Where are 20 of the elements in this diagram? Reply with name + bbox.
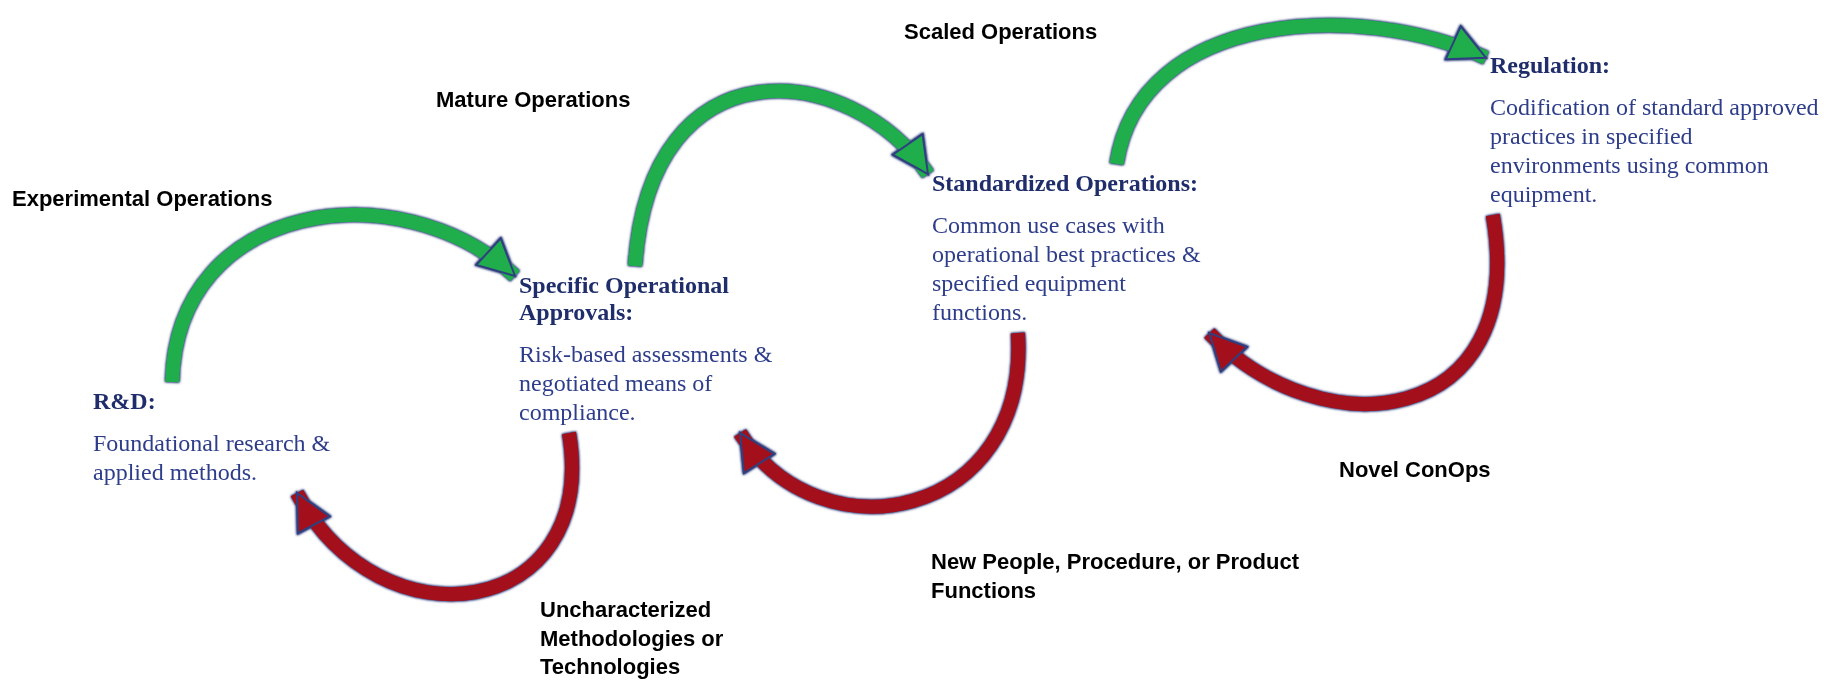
- node-heading: Specific Operational Approvals:: [519, 272, 730, 326]
- edge-label: Novel ConOps: [1339, 456, 1492, 484]
- curved-arrow: [628, 84, 934, 267]
- edge-label: Mature Operations: [436, 86, 632, 114]
- node-description: Risk-based assessments & negotiated means of compliance.: [519, 340, 774, 427]
- node-description: Common use cases with operational best practices & specified equipment functions.: [932, 211, 1202, 327]
- curved-arrow: [165, 208, 520, 383]
- curved-arrow: [734, 332, 1025, 514]
- curved-arrow: [1204, 214, 1504, 411]
- edge-label: Experimental Operations: [12, 185, 274, 213]
- edge-label: Uncharacterized Methodologies or Technologies: [540, 596, 725, 682]
- node-heading: Standardized Operations:: [932, 170, 1199, 197]
- node-description: Foundational research & applied methods.: [93, 429, 332, 487]
- node-heading: Regulation:: [1490, 52, 1611, 79]
- curved-arrow: [1109, 18, 1489, 166]
- node-heading: R&D:: [93, 388, 157, 415]
- curved-arrow: [291, 432, 579, 601]
- edge-label: New People, Procedure, or Product Functions: [931, 548, 1300, 605]
- edge-label: Scaled Operations: [904, 18, 1099, 46]
- node-description: Codification of standard approved practices in specified environments using common equipment.: [1490, 93, 1820, 209]
